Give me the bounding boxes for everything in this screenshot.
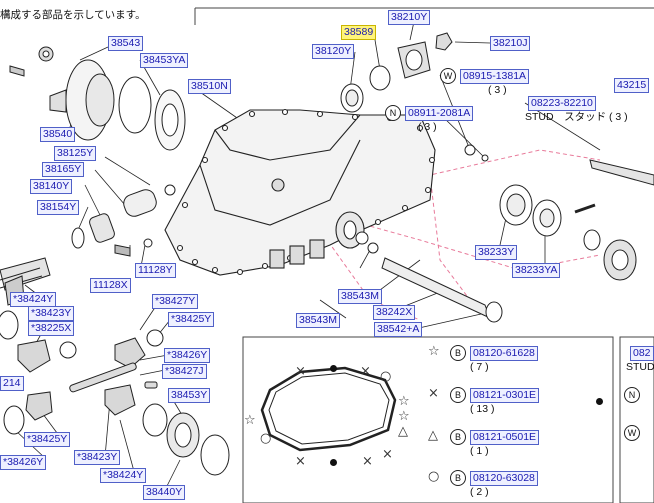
- legend-bolt-b-icon: B: [450, 387, 466, 403]
- legend-circle-icon: ○: [428, 469, 440, 484]
- part-label-11128x[interactable]: 11128X: [90, 278, 131, 293]
- part-label-08915-1381a[interactable]: 08915-1381A: [460, 69, 530, 84]
- legend-qty: ( 2 ): [470, 486, 489, 498]
- bolt-marker-circle: ○: [260, 431, 272, 446]
- legend-triangle-icon: △: [428, 428, 438, 443]
- legend-part-08120-61628[interactable]: 08120-61628: [470, 346, 538, 361]
- legend-cross-icon: ×: [428, 386, 439, 401]
- legend-star-icon: ☆: [428, 344, 440, 359]
- part-label-38542-a[interactable]: 38542+A: [374, 322, 423, 337]
- legend-bolt-b-icon: B: [450, 429, 466, 445]
- part-label-38140y[interactable]: 38140Y: [30, 179, 73, 194]
- part-label-38427j[interactable]: *38427J: [162, 364, 207, 379]
- differential-gears: [0, 310, 230, 476]
- legend-qty: ( 13 ): [470, 403, 495, 415]
- legend-part-08120-63028[interactable]: 08120-63028: [470, 471, 538, 486]
- part-label-38120y[interactable]: 38120Y: [312, 44, 355, 59]
- side-flange-parts: [340, 32, 654, 323]
- legend-washer-w-icon: W: [624, 425, 640, 441]
- part-label-38425y-right[interactable]: *38425Y: [168, 312, 215, 327]
- part-label-38453ya[interactable]: 38453YA: [140, 53, 189, 68]
- legend-bolt-b-icon: B: [450, 470, 466, 486]
- part-label-38510n[interactable]: 38510N: [188, 79, 231, 94]
- part-label-38423y-bottom[interactable]: *38423Y: [74, 450, 121, 465]
- part-label-38543m-lower[interactable]: 38543M: [296, 313, 340, 328]
- part-label-38543m-upper[interactable]: 38543M: [338, 289, 382, 304]
- part-label-38543[interactable]: 38543: [108, 36, 144, 51]
- legend-part-08121-0301e[interactable]: 08121-0301E: [470, 388, 540, 403]
- bolt-marker-cross: ×: [362, 454, 373, 469]
- part-label-38210j[interactable]: 38210J: [490, 36, 531, 51]
- bolt-marker-cross: ×: [295, 454, 306, 469]
- part-label-38225x[interactable]: *38225X: [28, 321, 75, 336]
- bolt-marker-star: ☆: [244, 413, 256, 428]
- part-label-08911-2081a[interactable]: 08911-2081A: [405, 106, 474, 121]
- bolt-marker-cross: ×: [360, 364, 371, 379]
- part-label-38425y-left[interactable]: *38425Y: [24, 432, 71, 447]
- part-label-38440y[interactable]: 38440Y: [143, 485, 186, 500]
- part-label-38154y[interactable]: 38154Y: [37, 200, 80, 215]
- part-label-214[interactable]: 214: [0, 376, 24, 391]
- bolt-marker-cross: ×: [382, 447, 393, 462]
- bolt-marker-triangle: △: [398, 424, 408, 439]
- part-label-38426y-right[interactable]: *38426Y: [164, 348, 211, 363]
- part-label-38540[interactable]: 38540: [40, 127, 76, 142]
- header-caption: 構成する部品を示しています。: [0, 9, 146, 21]
- nut-symbol-n: N: [385, 105, 401, 121]
- bolt-position-diagram: [260, 366, 397, 452]
- legend-panel-frame-right: [619, 336, 654, 503]
- bolt-marker-star: ☆: [398, 394, 410, 409]
- legend-qty: ( 1 ): [470, 445, 489, 457]
- part-label-38233ya[interactable]: 38233YA: [512, 263, 561, 278]
- bolt-marker-cross: ×: [295, 364, 306, 379]
- legend-stud-partial: STUD: [626, 361, 654, 373]
- part-label-38424y-bottom[interactable]: *38424Y: [100, 468, 147, 483]
- legend-part-08121-0501e[interactable]: 08121-0501E: [470, 430, 540, 445]
- part-label-11128y[interactable]: 11128Y: [135, 263, 176, 278]
- part-label-38233y[interactable]: 38233Y: [475, 245, 518, 260]
- qty-08911: ( 3 ): [418, 121, 437, 133]
- part-label-38424y-top[interactable]: *38424Y: [10, 292, 57, 307]
- legend-qty: ( 7 ): [470, 361, 489, 373]
- legend-panel-frame: [242, 336, 614, 503]
- part-label-38242x[interactable]: 38242X: [373, 305, 416, 320]
- bolt-marker-circle: ○: [380, 369, 392, 384]
- part-label-43215[interactable]: 43215: [614, 78, 650, 93]
- qty-08915: ( 3 ): [488, 84, 507, 96]
- legend-dot-icon: [596, 398, 603, 405]
- part-label-38210y[interactable]: 38210Y: [388, 10, 431, 25]
- bolt-marker-dot-top: [330, 365, 337, 372]
- rear-cover-housing: [164, 108, 436, 276]
- part-label-38427y[interactable]: *38427Y: [152, 294, 199, 309]
- part-label-38165y[interactable]: 38165Y: [42, 162, 85, 177]
- bolt-marker-star: ☆: [398, 409, 410, 424]
- legend-bolt-b-icon: B: [450, 345, 466, 361]
- part-label-38453y[interactable]: 38453Y: [168, 388, 211, 403]
- legend-nut-n-icon: N: [624, 387, 640, 403]
- part-label-38589-highlighted[interactable]: 38589: [341, 25, 377, 40]
- bolt-marker-dot-bottom: [330, 459, 337, 466]
- pinion-parts: [0, 46, 186, 306]
- legend-part-partial[interactable]: 082: [630, 346, 654, 361]
- part-label-38426y-left[interactable]: *38426Y: [0, 455, 47, 470]
- part-label-38423y-top[interactable]: *38423Y: [28, 306, 75, 321]
- washer-symbol-w: W: [440, 68, 456, 84]
- part-label-08223-82210[interactable]: 08223-82210: [528, 96, 596, 111]
- stud-caption: STUD スタッド ( 3 ): [525, 111, 628, 123]
- part-label-38125y[interactable]: 38125Y: [54, 146, 97, 161]
